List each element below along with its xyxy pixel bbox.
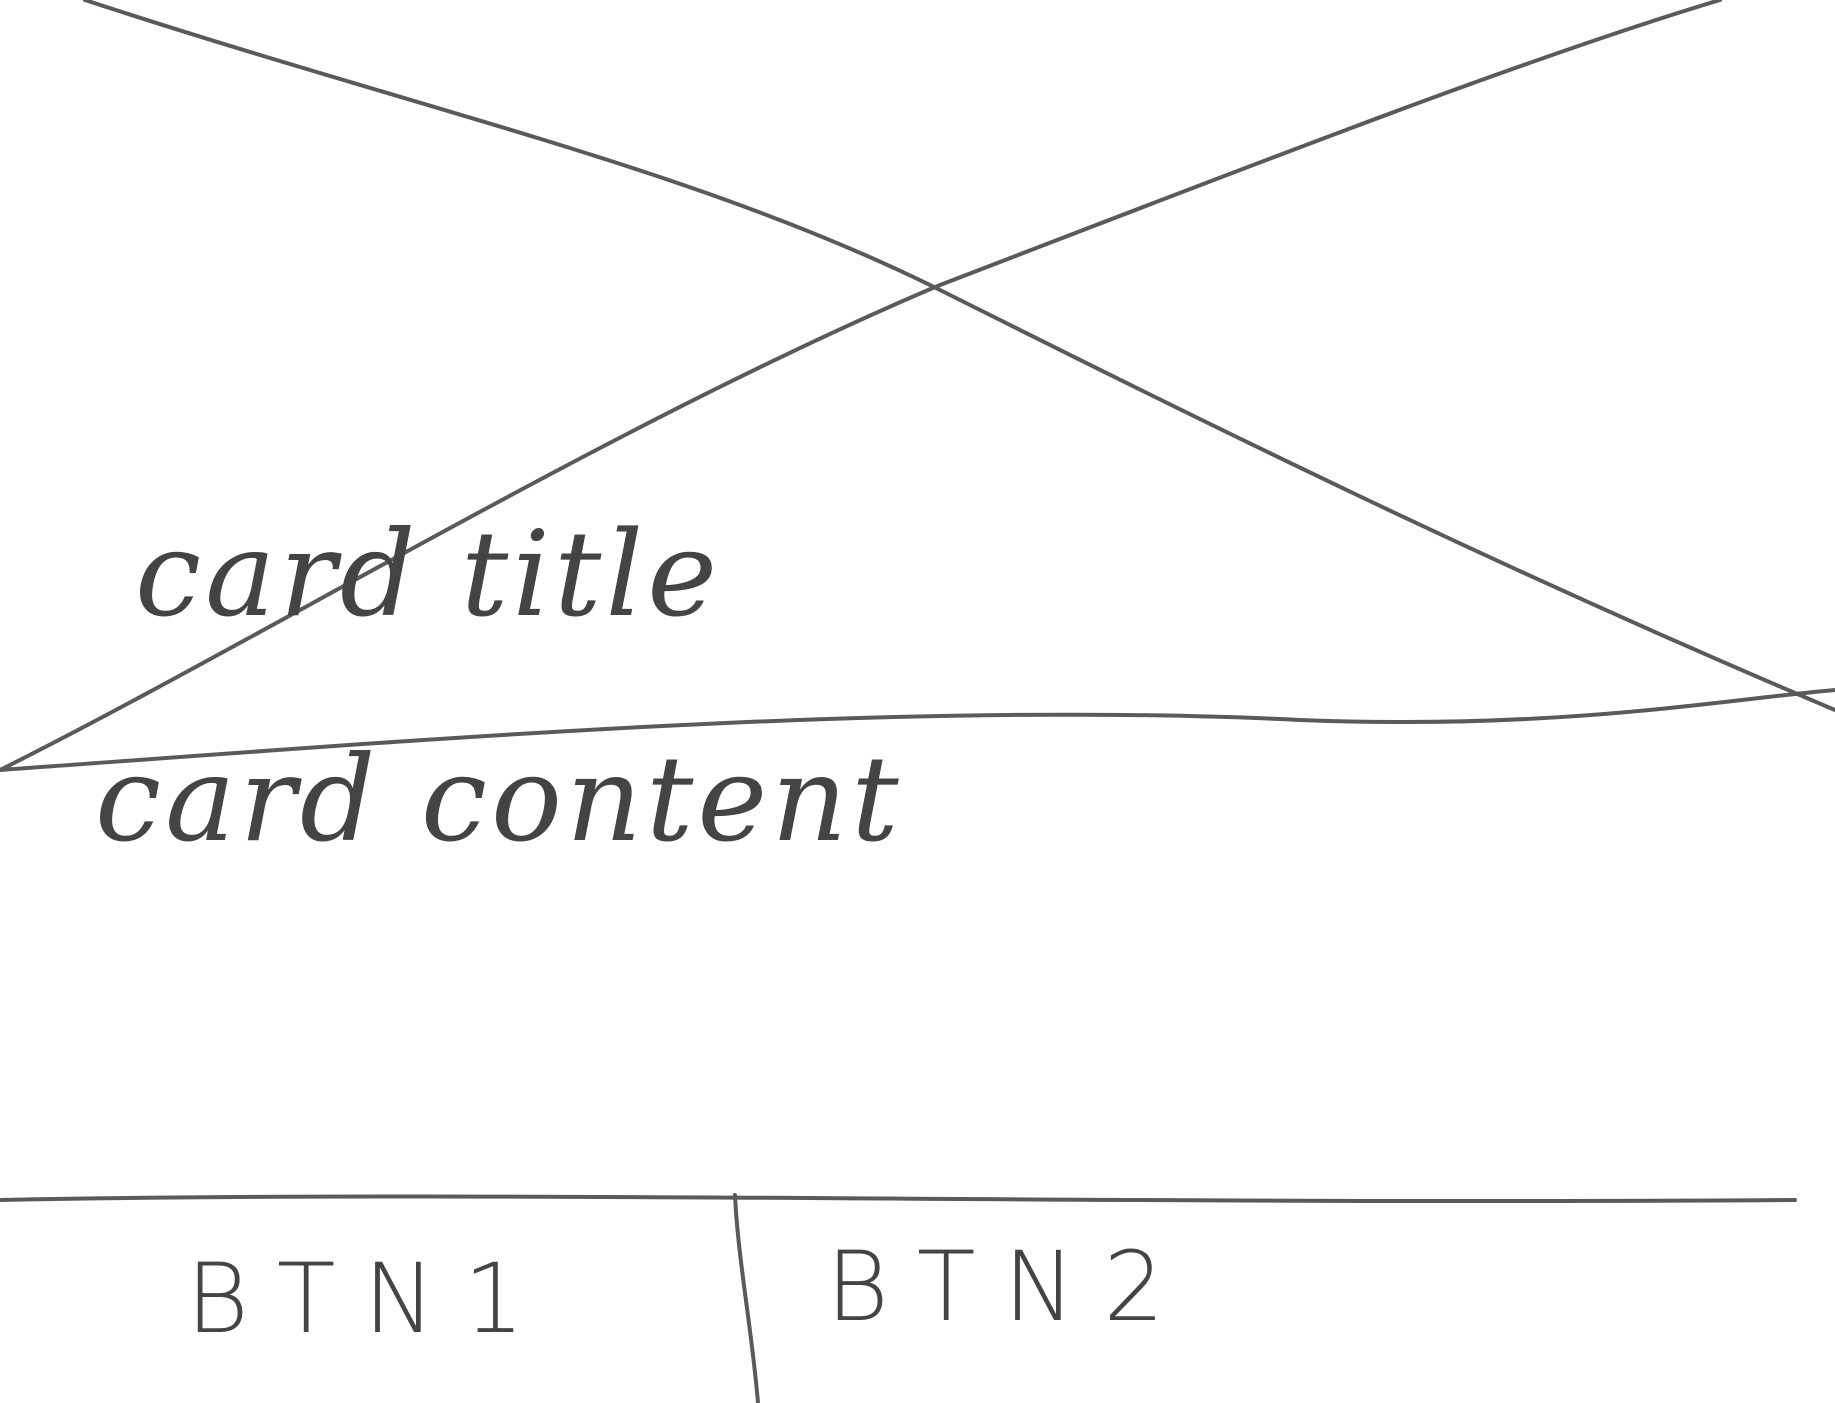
btn1-button[interactable]: BTN1 — [180, 1200, 660, 1403]
image-placeholder-icon — [0, 0, 1835, 772]
btn1-label: BTN1 — [186, 1243, 553, 1355]
card-title: card title — [135, 505, 722, 643]
btn2-button[interactable]: BTN2 — [820, 1200, 1420, 1403]
btn2-label: BTN2 — [826, 1231, 1193, 1343]
title-divider — [0, 688, 1835, 772]
actions-divider — [0, 1194, 1797, 1204]
button-separator — [733, 1193, 760, 1403]
image-placeholder-cross-line-1 — [83, 0, 1835, 712]
card-content: card content — [95, 730, 903, 868]
image-placeholder-cross-line-2 — [0, 0, 1722, 772]
